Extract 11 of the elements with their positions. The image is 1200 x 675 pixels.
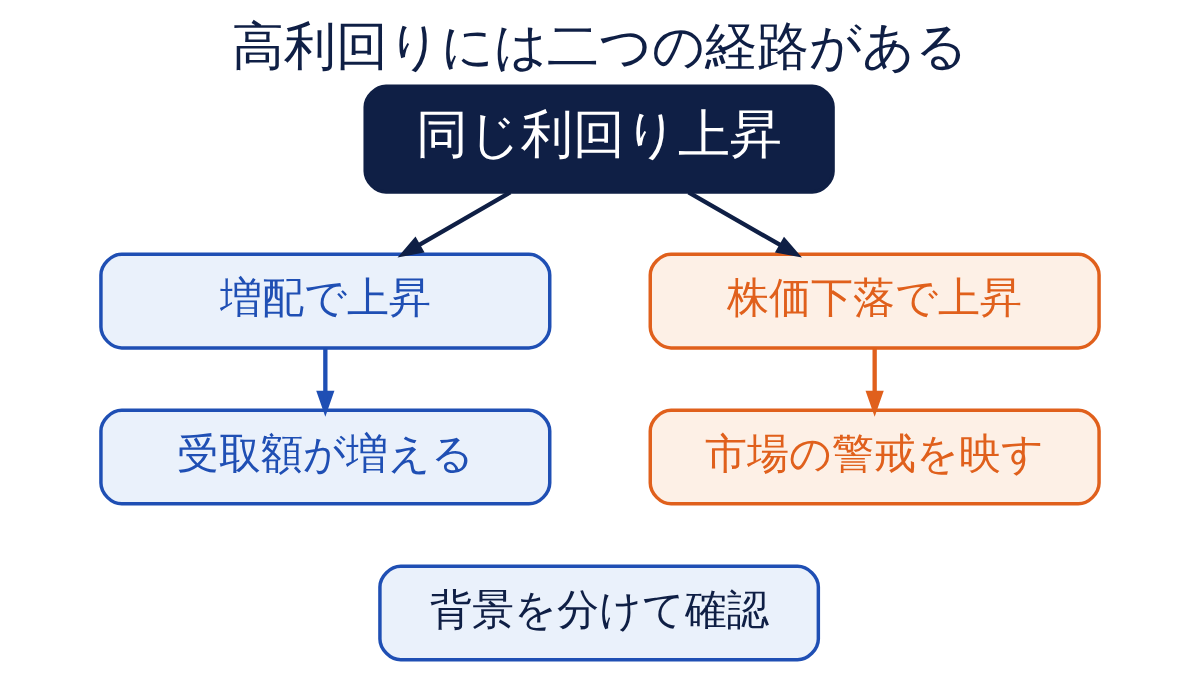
diagram-title: 高利回りには二つの経路がある [232,15,968,76]
node-box: 受取額が増える [99,408,552,506]
arrow [687,190,802,258]
arrow [397,190,512,258]
arrow [316,348,335,417]
node-box: 株価下落で上昇 [648,252,1101,350]
node-box: 背景を分けて確認 [378,564,821,662]
node-box: 増配で上昇 [99,252,552,350]
node-box: 同じ利回り上昇 [363,84,835,194]
arrow [865,348,884,417]
node-box: 市場の警戒を映す [648,408,1101,506]
